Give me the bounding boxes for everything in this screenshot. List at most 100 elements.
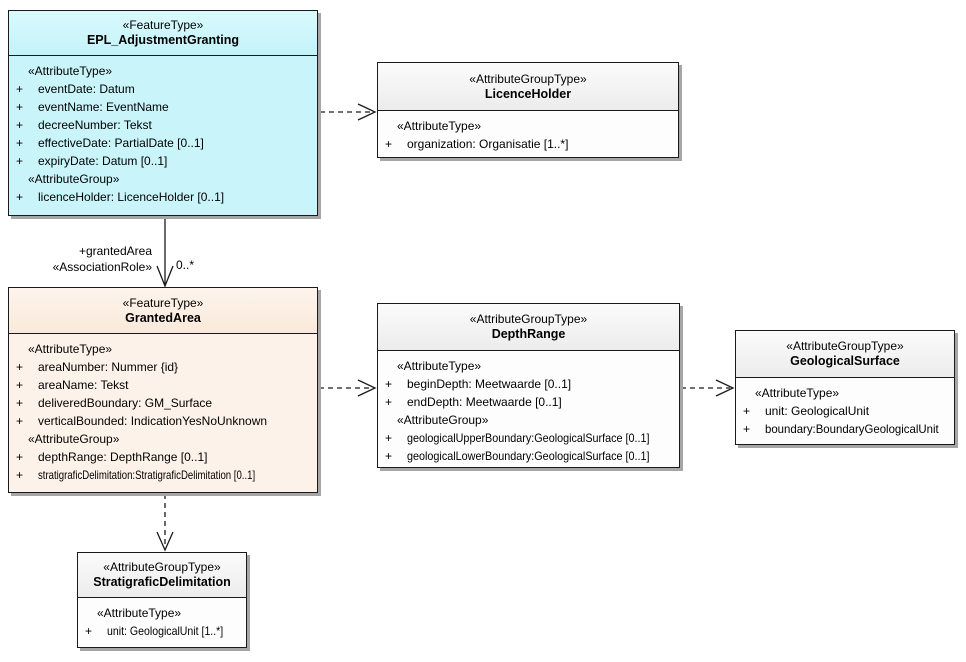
class-name: DepthRange	[491, 327, 566, 341]
class-box-grantedarea[interactable]: «FeatureType» GrantedArea «AttributeType…	[8, 287, 318, 493]
visibility-marker: +	[85, 624, 93, 638]
class-header: «FeatureType» EPL_AdjustmentGranting	[9, 11, 317, 56]
edge-epl-to-licenceholder[interactable]	[320, 103, 377, 121]
class-box-epl-adjustmentgranting[interactable]: «FeatureType» EPL_AdjustmentGranting «At…	[8, 10, 318, 216]
attribute-text: deliveredBoundary: GM_Surface	[38, 396, 213, 410]
attribute-text: unit: GeologicalUnit	[765, 404, 870, 418]
attribute-text: licenceHolder: LicenceHolder [0..1]	[38, 190, 225, 204]
section-heading: «AttributeType»	[755, 386, 840, 400]
class-stereotype: «AttributeGroupType»	[103, 560, 221, 574]
attribute-text: effectiveDate: PartialDate [0..1]	[38, 136, 204, 150]
attribute-row: + depthRange: DepthRange [0..1]	[14, 448, 313, 466]
visibility-marker: +	[16, 378, 24, 392]
visibility-marker: +	[16, 190, 24, 204]
attribute-row: + beginDepth: Meetwaarde [0..1]	[383, 375, 675, 393]
attribute-row: + verticalBounded: IndicationYesNoUnknown	[14, 412, 313, 430]
edge-grantedarea-to-stratigraficdelimitation[interactable]	[156, 494, 174, 552]
attribute-text: unit: GeologicalUnit [1..*]	[107, 624, 224, 638]
attribute-row: + eventName: EventName	[14, 98, 313, 116]
section-heading: «AttributeType»	[28, 342, 113, 356]
attribute-text: endDepth: Meetwaarde [0..1]	[407, 395, 562, 409]
attribute-text: areaNumber: Nummer {id}	[38, 360, 179, 374]
class-header: «FeatureType» GrantedArea	[9, 288, 317, 334]
attribute-row: + eventDate: Datum	[14, 80, 313, 98]
class-name: EPL_AdjustmentGranting	[86, 33, 240, 47]
class-header: «AttributeGroupType» StratigraficDelimit…	[78, 553, 246, 598]
attribute-text: eventName: EventName	[38, 100, 169, 114]
visibility-marker: +	[743, 404, 751, 418]
attribute-text: depthRange: DepthRange [0..1]	[38, 450, 208, 464]
class-name: GrantedArea	[125, 310, 201, 325]
visibility-marker: +	[385, 431, 393, 445]
visibility-marker: +	[16, 154, 24, 168]
visibility-marker: +	[743, 422, 751, 436]
attribute-row: + boundary:BoundaryGeologicalUnit	[741, 420, 950, 438]
attribute-text: organization: Organisatie [1..*]	[407, 137, 569, 151]
class-header: «AttributeGroupType» LicenceHolder	[378, 63, 678, 111]
class-stereotype: «AttributeGroupType»	[469, 71, 587, 86]
attribute-text: stratigraficDelimitation:StratigraficDel…	[38, 468, 256, 482]
association-stereotype-label: «AssociationRole»	[52, 260, 152, 274]
visibility-marker: +	[16, 450, 24, 464]
attribute-text: beginDepth: Meetwaarde [0..1]	[407, 377, 572, 391]
class-stereotype: «AttributeGroupType»	[786, 339, 904, 353]
class-header: «AttributeGroupType» GeologicalSurface	[736, 331, 954, 378]
visibility-marker: +	[16, 396, 24, 410]
class-stereotype: «AttributeGroupType»	[469, 312, 588, 326]
attribute-row: + endDepth: Meetwaarde [0..1]	[383, 393, 675, 411]
visibility-marker: +	[385, 137, 393, 151]
section-heading: «AttributeType»	[397, 119, 482, 133]
section-heading: «AttributeGroup»	[28, 172, 120, 186]
class-attributes: «AttributeType» + unit: GeologicalUnit + b…	[736, 378, 954, 438]
edge-grantedarea-to-depthrange[interactable]	[319, 379, 377, 397]
class-name: GeologicalSurface	[790, 354, 900, 368]
visibility-marker: +	[16, 468, 24, 482]
class-box-depthrange[interactable]: «AttributeGroupType» DepthRange «Attribu…	[377, 303, 680, 468]
attribute-text: areaName: Tekst	[38, 378, 129, 392]
class-attributes: «AttributeType» + unit: GeologicalUnit [1…	[78, 598, 246, 640]
attribute-text: decreeNumber: Tekst	[38, 118, 152, 132]
class-header: «AttributeGroupType» DepthRange	[378, 304, 679, 351]
attribute-row: + organization: Organisatie [1..*]	[383, 135, 674, 153]
visibility-marker: +	[385, 449, 393, 463]
visibility-marker: +	[16, 136, 24, 150]
attribute-row: +areaNumber: Nummer {id}	[14, 358, 313, 376]
association-role-label: +grantedArea	[78, 244, 152, 258]
section-heading: «AttributeType»	[28, 64, 113, 78]
attribute-text: geologicalUpperBoundary:GeologicalSurfac…	[407, 431, 650, 445]
class-box-stratigraficdelimitation[interactable]: «AttributeGroupType» StratigraficDelimit…	[77, 552, 247, 648]
class-attributes: «AttributeType» + eventDate: Datum + event…	[9, 56, 317, 206]
class-attributes: «AttributeType» + beginDepth: Meetwaarde …	[378, 351, 679, 465]
visibility-marker: +	[16, 414, 24, 428]
attribute-row: + stratigraficDelimitation:StratigraficDe…	[14, 466, 313, 484]
attribute-row: + unit: GeologicalUnit	[741, 402, 950, 420]
edge-epl-to-grantedarea[interactable]	[156, 216, 174, 288]
class-stereotype: «FeatureType»	[122, 295, 204, 310]
visibility-marker: +	[16, 82, 24, 96]
class-attributes: «AttributeType» +areaNumber: Nummer {id}…	[9, 334, 317, 484]
attribute-row: + geologicalUpperBoundary:GeologicalSurfa…	[383, 429, 675, 447]
attribute-row: + unit: GeologicalUnit [1..*]	[83, 622, 242, 640]
attribute-text: verticalBounded: IndicationYesNoUnknown	[38, 414, 268, 428]
edge-depthrange-to-geologicalsurface[interactable]	[681, 379, 735, 397]
visibility-marker: +	[385, 377, 393, 391]
association-multiplicity-label: 0..*	[176, 258, 195, 272]
class-name: LicenceHolder	[484, 86, 572, 101]
attribute-row: + effectiveDate: PartialDate [0..1]	[14, 134, 313, 152]
section-heading: «AttributeType»	[397, 359, 482, 373]
visibility-marker: +	[385, 395, 393, 409]
attribute-text: boundary:BoundaryGeologicalUnit	[765, 422, 939, 436]
attribute-row: +geologicalLowerBoundary:GeologicalSurfa…	[383, 447, 675, 465]
class-attributes: «AttributeType» + organization: Organisat…	[378, 111, 678, 153]
attribute-row: + licenceHolder: LicenceHolder [0..1]	[14, 188, 313, 206]
class-stereotype: «FeatureType»	[122, 18, 204, 32]
class-box-geologicalsurface[interactable]: «AttributeGroupType» GeologicalSurface «…	[735, 330, 955, 445]
attribute-text: eventDate: Datum	[38, 82, 135, 96]
section-heading: «AttributeType»	[97, 606, 182, 620]
visibility-marker: +	[16, 100, 24, 114]
section-heading: «AttributeGroup»	[397, 413, 489, 427]
attribute-row: + areaName: Tekst	[14, 376, 313, 394]
section-heading: «AttributeGroup»	[28, 432, 120, 446]
class-box-licenceholder[interactable]: «AttributeGroupType» LicenceHolder «Attr…	[377, 62, 679, 158]
